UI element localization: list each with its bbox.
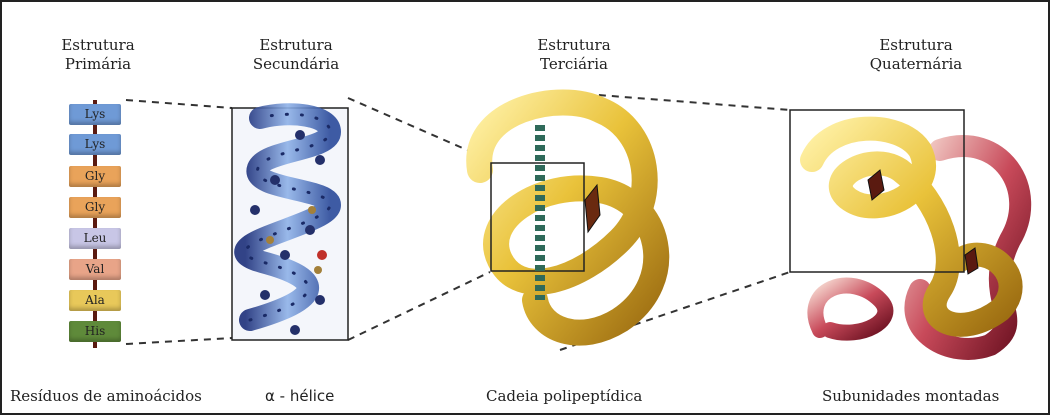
residue-2: Lys [69,134,121,155]
residue-6: Val [69,259,121,280]
caption-alpha-helix: α - hélice [265,387,334,405]
caption-polypeptide-chain: Cadeia polipeptídica [486,387,642,405]
alpha-helix-illustration [232,108,348,340]
residue-3: Gly [69,166,121,187]
residue-5: Leu [69,228,121,249]
residue-7: Ala [69,290,121,311]
residue-4: Gly [69,197,121,218]
residue-8: His [69,321,121,342]
residue-chain: Lys Lys Gly Gly Leu Val Ala His [66,100,126,348]
caption-amino-acid-residues: Resíduos de aminoácidos [10,387,202,405]
tertiary-structure-illustration [479,103,700,333]
quaternary-structure-illustration [790,110,1020,349]
connector-lines [126,92,790,350]
caption-assembled-subunits: Subunidades montadas [822,387,999,405]
residue-1: Lys [69,104,121,125]
